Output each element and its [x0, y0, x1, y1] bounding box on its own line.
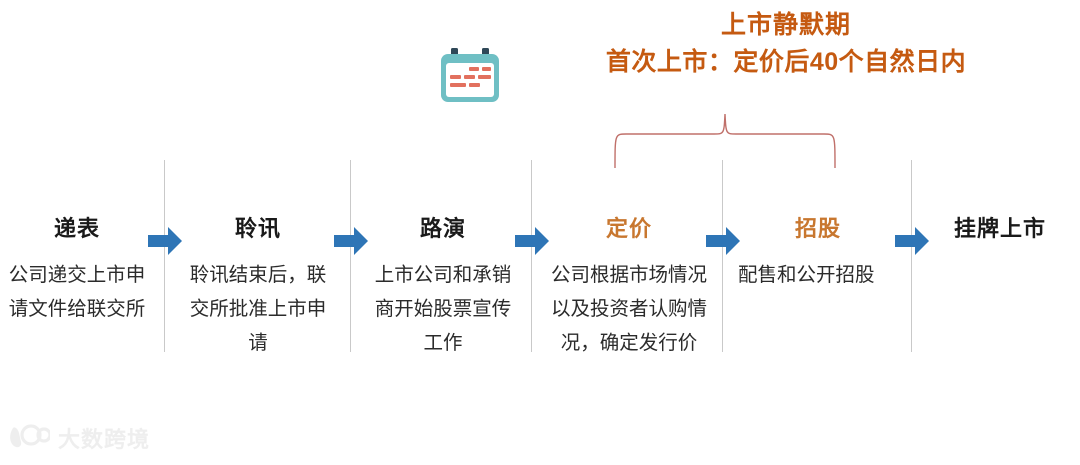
stage-hearing-body: 聆讯结束后，联交所批准上市申请 [189, 264, 327, 354]
quiet-period-title: 上市静默期 [720, 11, 851, 39]
stage-roadshow-body: 上市公司和承销商开始股票宣传工作 [374, 264, 512, 354]
stage-hearing-title: 聆讯 [234, 216, 281, 241]
stage-offering-body: 配售和公开招股 [738, 264, 875, 286]
stage-pricing: 定价 公司根据市场情况以及投资者认购情况，确定发行价 [550, 214, 708, 360]
owl-logo-icon [8, 424, 52, 455]
quiet-period-banner: 上市静默期 首次上市：定价后40个自然日内 [430, 8, 1050, 113]
arrow-offering-to-listing [895, 226, 929, 256]
watermark-text: 大数跨境 [58, 426, 151, 452]
stage-submit-title: 递表 [53, 216, 100, 241]
stage-pricing-title: 定价 [605, 216, 652, 241]
divider-4 [722, 160, 723, 352]
stage-roadshow-title: 路演 [419, 216, 466, 241]
stage-listing-title: 挂牌上市 [953, 216, 1046, 241]
stage-listing: 挂牌上市 [924, 214, 1076, 244]
arrow-roadshow-to-pricing [515, 226, 549, 256]
divider-1 [164, 160, 165, 352]
arrow-hearing-to-roadshow [334, 226, 368, 256]
arrow-pricing-to-offering [706, 226, 740, 256]
stage-submit: 递表 公司递交上市申请文件给联交所 [2, 214, 152, 326]
stage-submit-body: 公司递交上市申请文件给联交所 [8, 264, 146, 320]
stage-roadshow: 路演 上市公司和承销商开始股票宣传工作 [368, 214, 518, 360]
divider-5 [911, 160, 912, 352]
divider-3 [531, 160, 532, 352]
pricing-offering-brace [610, 112, 840, 169]
stage-offering: 招股 配售和公开招股 [738, 214, 898, 292]
arrow-submit-to-hearing [148, 226, 182, 256]
stage-hearing: 聆讯 聆讯结束后，联交所批准上市申请 [182, 214, 334, 360]
banner-text-group: 上市静默期 首次上市：定价后40个自然日内 [526, 8, 1046, 82]
stage-offering-title: 招股 [794, 216, 841, 241]
stage-pricing-body: 公司根据市场情况以及投资者认购情况，确定发行价 [550, 264, 707, 354]
watermark: 大数跨境 [8, 424, 150, 455]
calendar-icon [438, 46, 502, 104]
divider-2 [350, 160, 351, 352]
quiet-period-detail: 首次上市：定价后40个自然日内 [605, 48, 967, 76]
